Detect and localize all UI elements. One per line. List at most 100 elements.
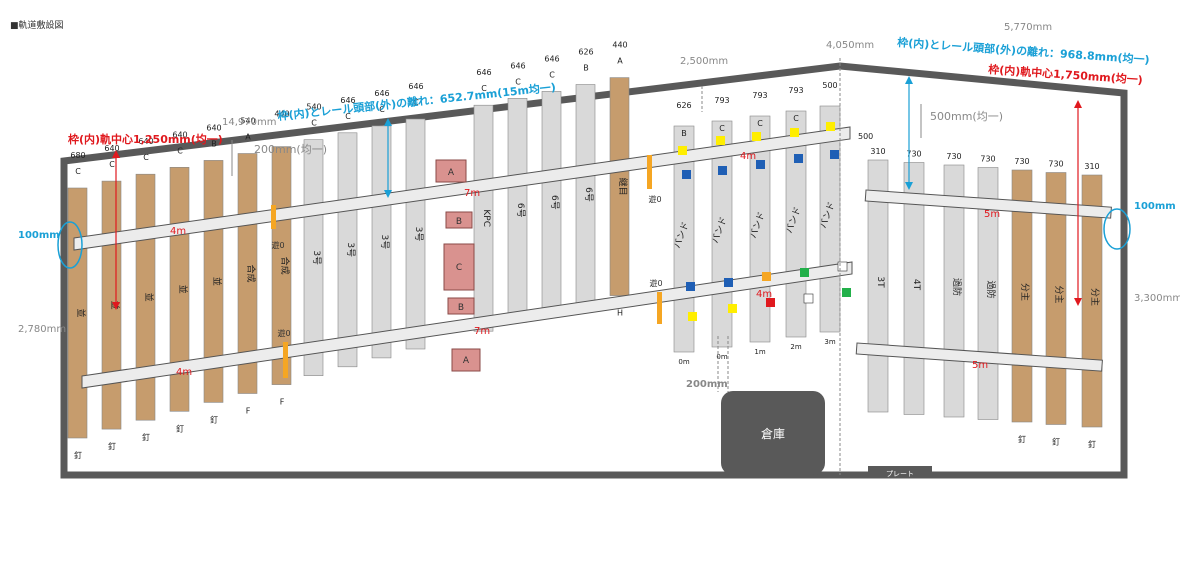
warehouse-block — [721, 391, 825, 475]
dim-right-height: 3,300mm — [1134, 293, 1180, 304]
sleeper-spacing: 640 — [104, 144, 119, 153]
sleeper-type: A — [617, 57, 623, 66]
sleeper-bottom: F — [280, 398, 285, 407]
arrowhead — [905, 76, 913, 84]
bond-marker — [842, 288, 851, 297]
sleeper-label: 3号 — [379, 235, 390, 250]
bond-marker — [724, 278, 733, 287]
plate-a-bottom — [451, 348, 481, 372]
sleeper-spacing: 640 — [138, 137, 153, 146]
sleeper-label: 3号 — [311, 250, 322, 265]
plate-label: C — [456, 263, 462, 273]
joint-gap-label: 遊0 — [648, 194, 661, 204]
sleeper-spacing: 646 — [510, 61, 525, 70]
sleeper-bottom: H — [617, 309, 623, 318]
sleeper-label: 並 — [177, 285, 189, 294]
bond-marker — [718, 166, 727, 175]
sleeper-spacing: 640 — [206, 123, 221, 132]
sleeper-label: 継目 — [617, 178, 629, 196]
sleeper-bottom: 釘 — [1018, 434, 1026, 444]
sleeper-label: 6号 — [515, 203, 526, 218]
sleeper-spacing: 793 — [788, 86, 803, 95]
sleeper-type: C — [109, 160, 115, 169]
bond-extra-spacing: 500 — [858, 132, 873, 141]
dim-top-left: 14,970mm — [222, 117, 276, 128]
sleeper-label: 過防 — [951, 278, 963, 296]
sleeper-type: C — [345, 112, 351, 121]
sleeper-label: 3T — [875, 276, 885, 288]
sleeper-label: 6号 — [549, 195, 560, 210]
bond-marker — [803, 293, 814, 304]
sleeper-bottom: 0m — [716, 353, 727, 361]
sleeper-type: C — [481, 84, 487, 93]
page-title: ■軌道敷設図 — [10, 21, 64, 31]
sleeper-label: 3号 — [345, 242, 356, 257]
arrowhead — [384, 190, 392, 198]
sleeper-spacing: 730 — [1048, 160, 1063, 169]
sleeper-type: B — [681, 129, 687, 138]
sleeper-spacing: 626 — [578, 48, 593, 57]
sleeper-bottom: 釘 — [176, 423, 184, 433]
sleeper-spacing: 540 — [306, 103, 321, 112]
sleeper: 730 過防 — [943, 152, 965, 418]
sleeper-label: 並 — [143, 293, 155, 302]
arrowhead — [905, 182, 913, 190]
sleeper-bottom: 釘 — [108, 441, 116, 451]
sleeper-type: C — [143, 153, 149, 162]
sleeper-type: B — [211, 139, 217, 148]
sleeper-bottom: F — [246, 407, 251, 416]
bond-marker — [800, 268, 809, 277]
sleeper-spacing: 730 — [906, 150, 921, 159]
rail-end-circle-right — [1103, 208, 1131, 250]
sleeper-label: 並 — [211, 277, 223, 286]
bond-marker — [762, 272, 771, 281]
plate-label: プレート — [886, 470, 914, 478]
sleeper-type: C — [793, 114, 799, 123]
dim-sleeper-gap-left: 200mm(均一) — [254, 143, 327, 156]
bond-marker — [752, 132, 761, 141]
sleeper-type: A — [245, 133, 251, 142]
bond-marker — [686, 282, 695, 291]
rail-length-labels: 4m 4m 7m 7m 4m 4m 5m 5m — [170, 151, 1000, 378]
sleeper-type: C — [177, 146, 183, 155]
sleeper-spacing: 310 — [1084, 162, 1099, 171]
arrowhead — [112, 302, 120, 310]
annotation-right-clearance: 枠(内)とレール頭部(外)の離れ：968.8mm(均一) — [897, 35, 1150, 67]
sleeper-label: 3号 — [413, 227, 424, 242]
joint-gap-mark — [271, 205, 276, 229]
sleeper-spacing: 730 — [946, 152, 961, 161]
bond-marker — [756, 160, 765, 169]
dimension-arrows — [112, 58, 1082, 475]
joint-gap-label: 遊0 — [277, 328, 290, 338]
plate-label: B — [458, 303, 464, 313]
tie-plates: A B C B A — [435, 159, 481, 372]
bond-marker — [830, 150, 839, 159]
dimension-labels: 14,970mm 2,500mm 4,050mm 5,770mm 2,780mm… — [18, 22, 1180, 390]
sleeper-type: B — [583, 64, 589, 73]
sleeper-spacing: 646 — [544, 54, 559, 63]
bond-marker — [766, 298, 775, 307]
site-boundary — [60, 62, 1128, 479]
sleeper-label: 6号 — [583, 187, 594, 202]
sleeper-label: 分主 — [1089, 288, 1101, 306]
sleeper-body — [271, 146, 292, 385]
warehouse-label: 倉庫 — [761, 426, 785, 441]
bond-marker — [716, 136, 725, 145]
sleeper-spacing: 793 — [714, 96, 729, 105]
sleeper-label: 分主 — [1053, 285, 1065, 303]
